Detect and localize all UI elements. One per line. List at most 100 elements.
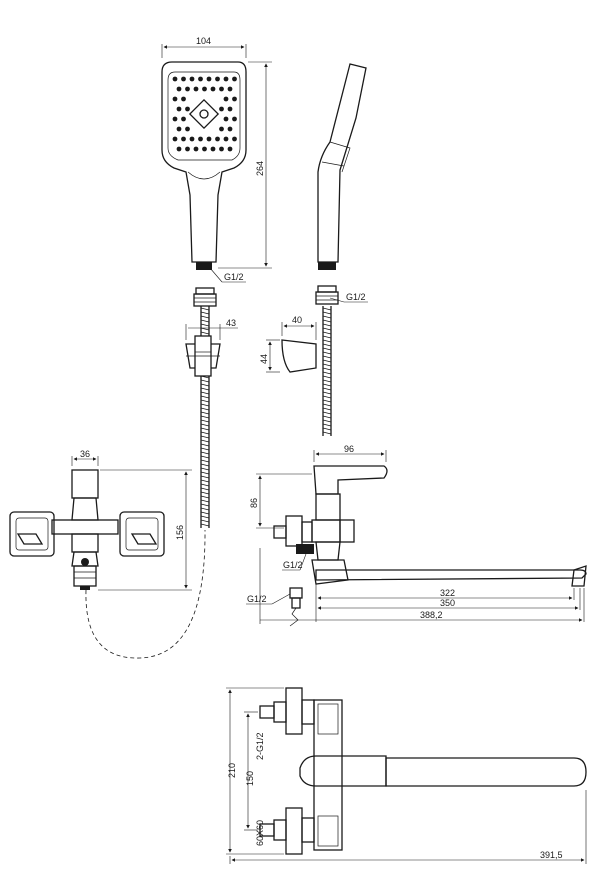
hose-rib	[200, 503, 210, 507]
nozzle-dot	[223, 116, 229, 122]
hose-rib	[200, 463, 210, 467]
hose-rib	[322, 367, 332, 371]
hose-connector-right	[315, 285, 339, 305]
nozzle-dot	[227, 126, 233, 132]
nozzle-dot	[181, 96, 186, 102]
nozzle-dot	[189, 76, 195, 82]
hose-end-fitting	[289, 587, 303, 627]
dim-label: 44	[259, 354, 269, 364]
nozzle-dot	[172, 136, 178, 142]
dim-label: 322	[440, 588, 455, 598]
nozzle-dot	[232, 136, 237, 142]
hose-rib	[322, 407, 332, 411]
nozzle-dot	[181, 136, 186, 142]
hose-rib	[200, 379, 210, 383]
hose-rib	[200, 523, 210, 527]
dim-label: 156	[175, 525, 185, 540]
hose-connector-left	[193, 287, 217, 307]
hose-rib	[200, 515, 210, 519]
hose-loop-dashed	[85, 529, 206, 659]
hose-rib	[200, 395, 210, 399]
hose-rib	[322, 419, 332, 423]
dim-spout-top: 96	[313, 444, 387, 462]
hose-rib	[322, 391, 332, 395]
thread-label: G1/2	[224, 272, 244, 282]
hose-rib	[200, 415, 210, 419]
nozzle-dot	[193, 86, 199, 92]
hose-rib	[200, 319, 210, 323]
nozzle-dot	[206, 76, 212, 82]
thread-label: G1/2	[283, 560, 303, 570]
nozzle-dot	[232, 76, 237, 82]
hose-rib	[322, 403, 332, 407]
dim-label: 104	[196, 36, 211, 46]
hose-rib	[200, 487, 210, 491]
nozzle-dot	[223, 76, 229, 82]
dim-label: 388,2	[420, 610, 443, 620]
hose-rib	[322, 427, 332, 431]
hose-rib	[200, 387, 210, 391]
nozzle-dot	[176, 146, 182, 152]
dim-head-height: 264	[218, 61, 272, 269]
hose-rib	[200, 431, 210, 435]
nozzle-dot	[198, 136, 203, 142]
nozzle-dot	[215, 136, 220, 142]
hose-rib	[200, 315, 210, 319]
hose-rib	[322, 371, 332, 375]
dim-label: 350	[440, 598, 455, 608]
hose-rib	[322, 347, 332, 351]
dim-label: 86	[249, 498, 259, 508]
hose-rib	[200, 427, 210, 431]
dim-label: 40	[292, 315, 302, 325]
hose-rib	[322, 423, 332, 427]
nozzle-dot	[210, 86, 216, 92]
hose-rib	[200, 443, 210, 447]
dim-mixer-side-height: 86	[249, 473, 312, 529]
hose-right	[322, 306, 332, 436]
hose-rib	[200, 435, 210, 439]
hose-rib	[200, 383, 210, 387]
dim-label: 264	[255, 161, 265, 176]
nozzle-dot	[202, 86, 207, 92]
hose-rib	[322, 375, 332, 379]
hose-rib	[200, 519, 210, 523]
nozzle-dot	[176, 126, 182, 132]
hose-rib	[322, 383, 332, 387]
thread-callout-head: G1/2	[209, 267, 246, 283]
hose-rib	[200, 411, 210, 415]
hose-rib	[200, 403, 210, 407]
dim-label: 150	[245, 771, 255, 786]
hose-rib	[200, 419, 210, 423]
hose-rib	[322, 319, 332, 323]
nozzle-dot	[176, 86, 182, 92]
mixer-front-view	[9, 469, 165, 590]
nozzle-dot	[227, 86, 233, 92]
hose-rib	[200, 399, 210, 403]
top-flange-size-label: 60X60	[255, 820, 265, 846]
dim-spout-lengths: 322 350 388,2	[259, 548, 585, 624]
hose-rib	[322, 315, 332, 319]
hose-rib	[322, 395, 332, 399]
holder-front-view	[185, 335, 221, 377]
hose-rib	[200, 455, 210, 459]
thread-label: G1/2	[346, 292, 366, 302]
hose-rib	[322, 311, 332, 315]
nozzle-dot	[215, 76, 220, 82]
nozzle-dot	[181, 116, 186, 122]
dim-label: 96	[344, 444, 354, 454]
hose-rib	[200, 467, 210, 471]
hose-rib	[322, 431, 332, 435]
nozzle-dot	[172, 76, 178, 82]
hose-rib	[322, 331, 332, 335]
hose-rib	[200, 327, 210, 331]
nozzle-dot	[223, 136, 229, 142]
hose-rib	[322, 351, 332, 355]
hose-rib	[200, 323, 210, 327]
dim-label: 210	[227, 763, 237, 778]
mixer-side-view	[273, 465, 587, 587]
hose-rib	[322, 399, 332, 403]
nozzle-dot	[176, 106, 182, 112]
nozzle-dot	[232, 96, 237, 102]
dim-holder-height: 44	[259, 339, 280, 373]
dim-top-total-length: 391,5	[229, 790, 587, 864]
